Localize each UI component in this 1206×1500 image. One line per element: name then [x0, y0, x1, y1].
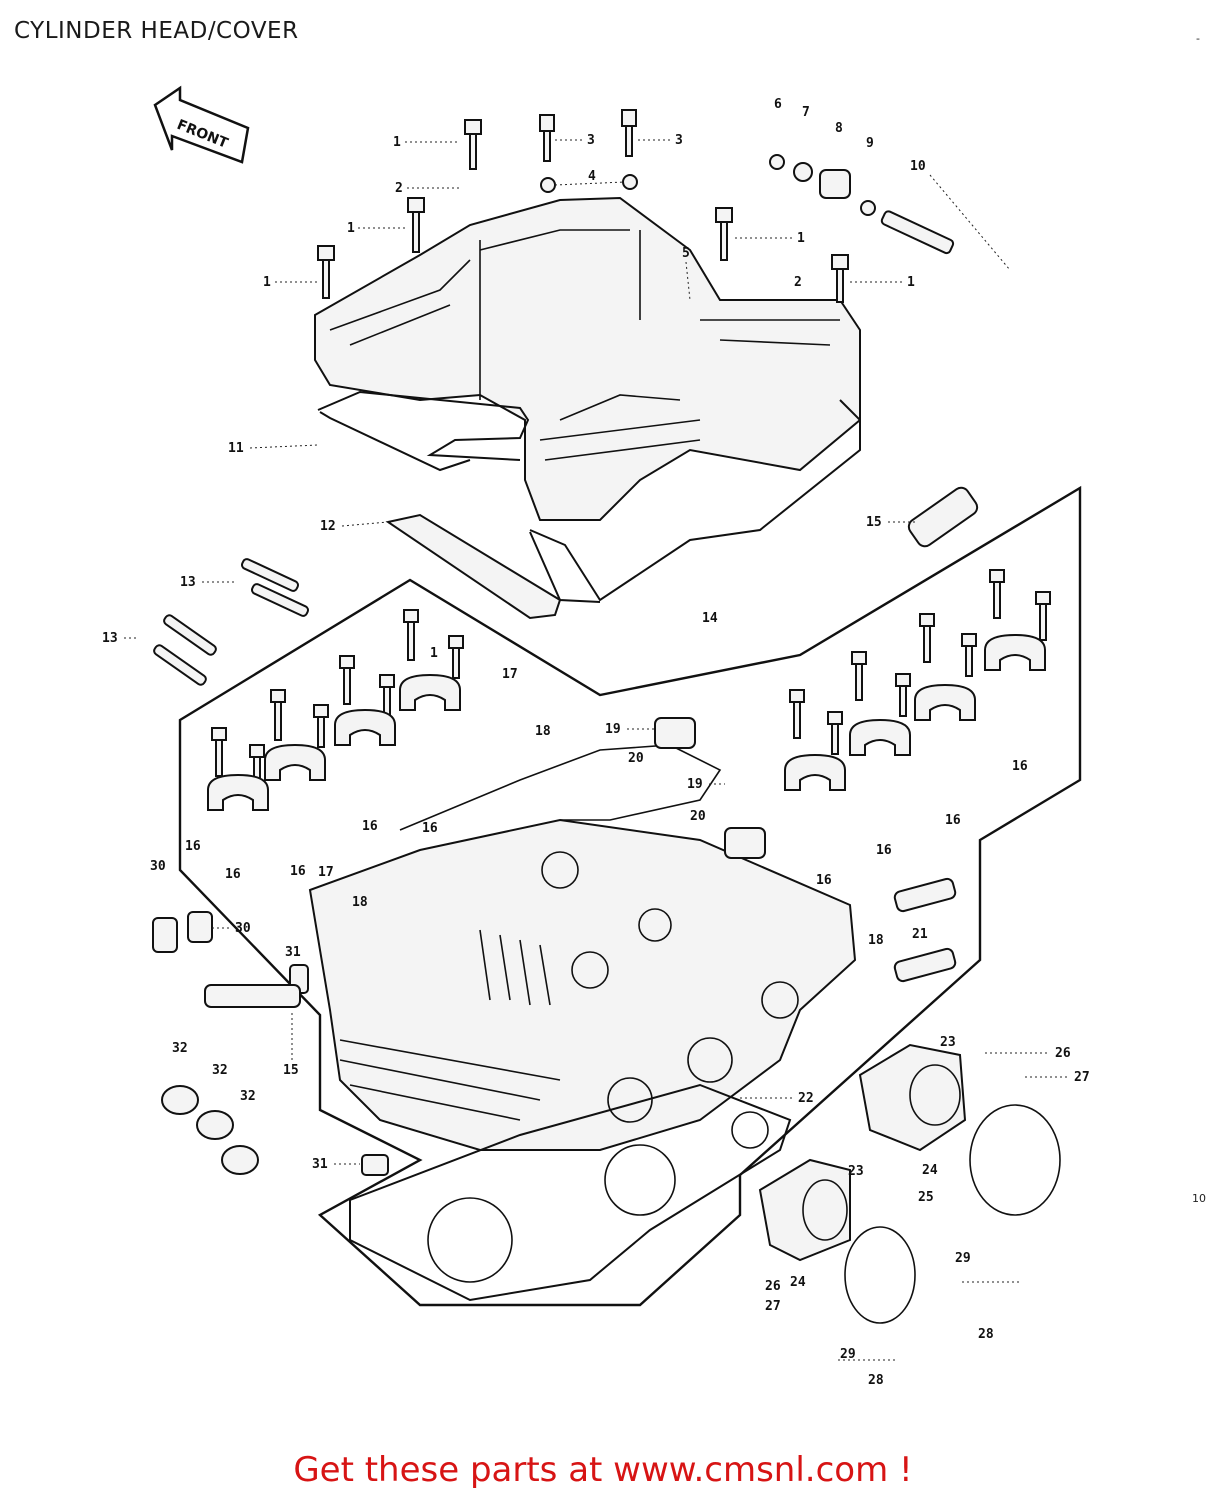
callout-label: 2 — [395, 181, 403, 196]
clamp — [844, 1104, 1061, 1324]
callout-label: 1 — [430, 646, 438, 661]
callout-label: 28 — [978, 1327, 994, 1342]
callout-label: 16 — [362, 819, 378, 834]
callout-label: 1 — [907, 275, 915, 290]
callout-label: 32 — [172, 1041, 188, 1056]
callout-label: 1 — [263, 275, 271, 290]
callout-label: 2 — [794, 275, 802, 290]
callout-label: 19 — [605, 722, 621, 737]
callout-label: 23 — [848, 1164, 864, 1179]
callout-label: 29 — [840, 1347, 856, 1362]
callout-label: 28 — [868, 1373, 884, 1388]
callout-label: 1 — [347, 221, 355, 236]
callout-label: 29 — [955, 1251, 971, 1266]
callout-label: 10 — [910, 159, 926, 174]
callout-label: 14 — [702, 611, 718, 626]
cylinder-head-frame-outline — [178, 485, 1082, 1307]
carb-holder — [758, 1043, 967, 1262]
callout-label: 16 — [290, 864, 306, 879]
callout-label: 18 — [535, 724, 551, 739]
callout-label: 1 — [797, 231, 805, 246]
callout-group: 1 1 1 1 1 1 2 2 3 3 4 5 6 7 8 9 10 11 12… — [102, 97, 1090, 1388]
callout-label: 9 — [866, 136, 874, 151]
callout-label: 8 — [835, 121, 843, 136]
callout-label: 20 — [690, 809, 706, 824]
callout-label: 26 — [1055, 1046, 1071, 1061]
callout-label: 17 — [318, 865, 334, 880]
callout-label: 20 — [628, 751, 644, 766]
callout-label: 5 — [682, 246, 690, 261]
callout-label: 16 — [816, 873, 832, 888]
gasket-strip — [385, 513, 562, 620]
callout-label: 16 — [1012, 759, 1028, 774]
callout-label: 3 — [675, 133, 683, 148]
callout-label: 3 — [587, 133, 595, 148]
callout-label: 13 — [102, 631, 118, 646]
callout-label: 24 — [922, 1163, 938, 1178]
callout-label: 32 — [212, 1063, 228, 1078]
cover-gasket — [317, 390, 861, 603]
callout-label: 1 — [393, 135, 401, 150]
cylinder-head-cover — [314, 196, 861, 521]
callout-label: 26 — [765, 1279, 781, 1294]
callout-label: 13 — [180, 575, 196, 590]
edge-mark-top: - — [1196, 32, 1200, 45]
front-arrow-icon: FRONT — [153, 85, 250, 164]
cylinder-head-body — [308, 744, 857, 1151]
callout-label: 19 — [687, 777, 703, 792]
callout-label: 15 — [283, 1063, 299, 1078]
callout-label: 30 — [150, 859, 166, 874]
callout-label: 11 — [228, 441, 244, 456]
callout-label: 16 — [422, 821, 438, 836]
callout-label: 25 — [918, 1190, 934, 1205]
callout-label: 22 — [798, 1091, 814, 1106]
cylinder-head-gasket — [349, 1083, 792, 1302]
callout-label: 27 — [765, 1299, 781, 1314]
edge-mark-right: 10 — [1192, 1192, 1206, 1205]
page-title: CYLINDER HEAD/COVER — [14, 18, 299, 44]
cam-cap-group — [207, 633, 1046, 811]
small-parts — [152, 154, 979, 1176]
callout-label: 18 — [352, 895, 368, 910]
callout-label: 16 — [225, 867, 241, 882]
callout-label: 32 — [240, 1089, 256, 1104]
footer-parts-link[interactable]: Get these parts at www.cmsnl.com ! — [293, 1450, 913, 1490]
callout-label: 15 — [866, 515, 882, 530]
callout-label: 6 — [774, 97, 782, 112]
callout-label: 24 — [790, 1275, 806, 1290]
callout-label: 16 — [876, 843, 892, 858]
callout-label: 4 — [588, 169, 596, 184]
callout-label: 31 — [285, 945, 301, 960]
callout-label: 21 — [912, 927, 928, 942]
callout-label: 7 — [802, 105, 810, 120]
callout-label: 27 — [1074, 1070, 1090, 1085]
callout-label: 23 — [940, 1035, 956, 1050]
callout-label: 17 — [502, 667, 518, 682]
callout-label: 18 — [868, 933, 884, 948]
callout-label: 12 — [320, 519, 336, 534]
callout-label: 16 — [185, 839, 201, 854]
callout-label: 16 — [945, 813, 961, 828]
callout-label: 31 — [312, 1157, 328, 1172]
callout-label: 30 — [235, 921, 251, 936]
